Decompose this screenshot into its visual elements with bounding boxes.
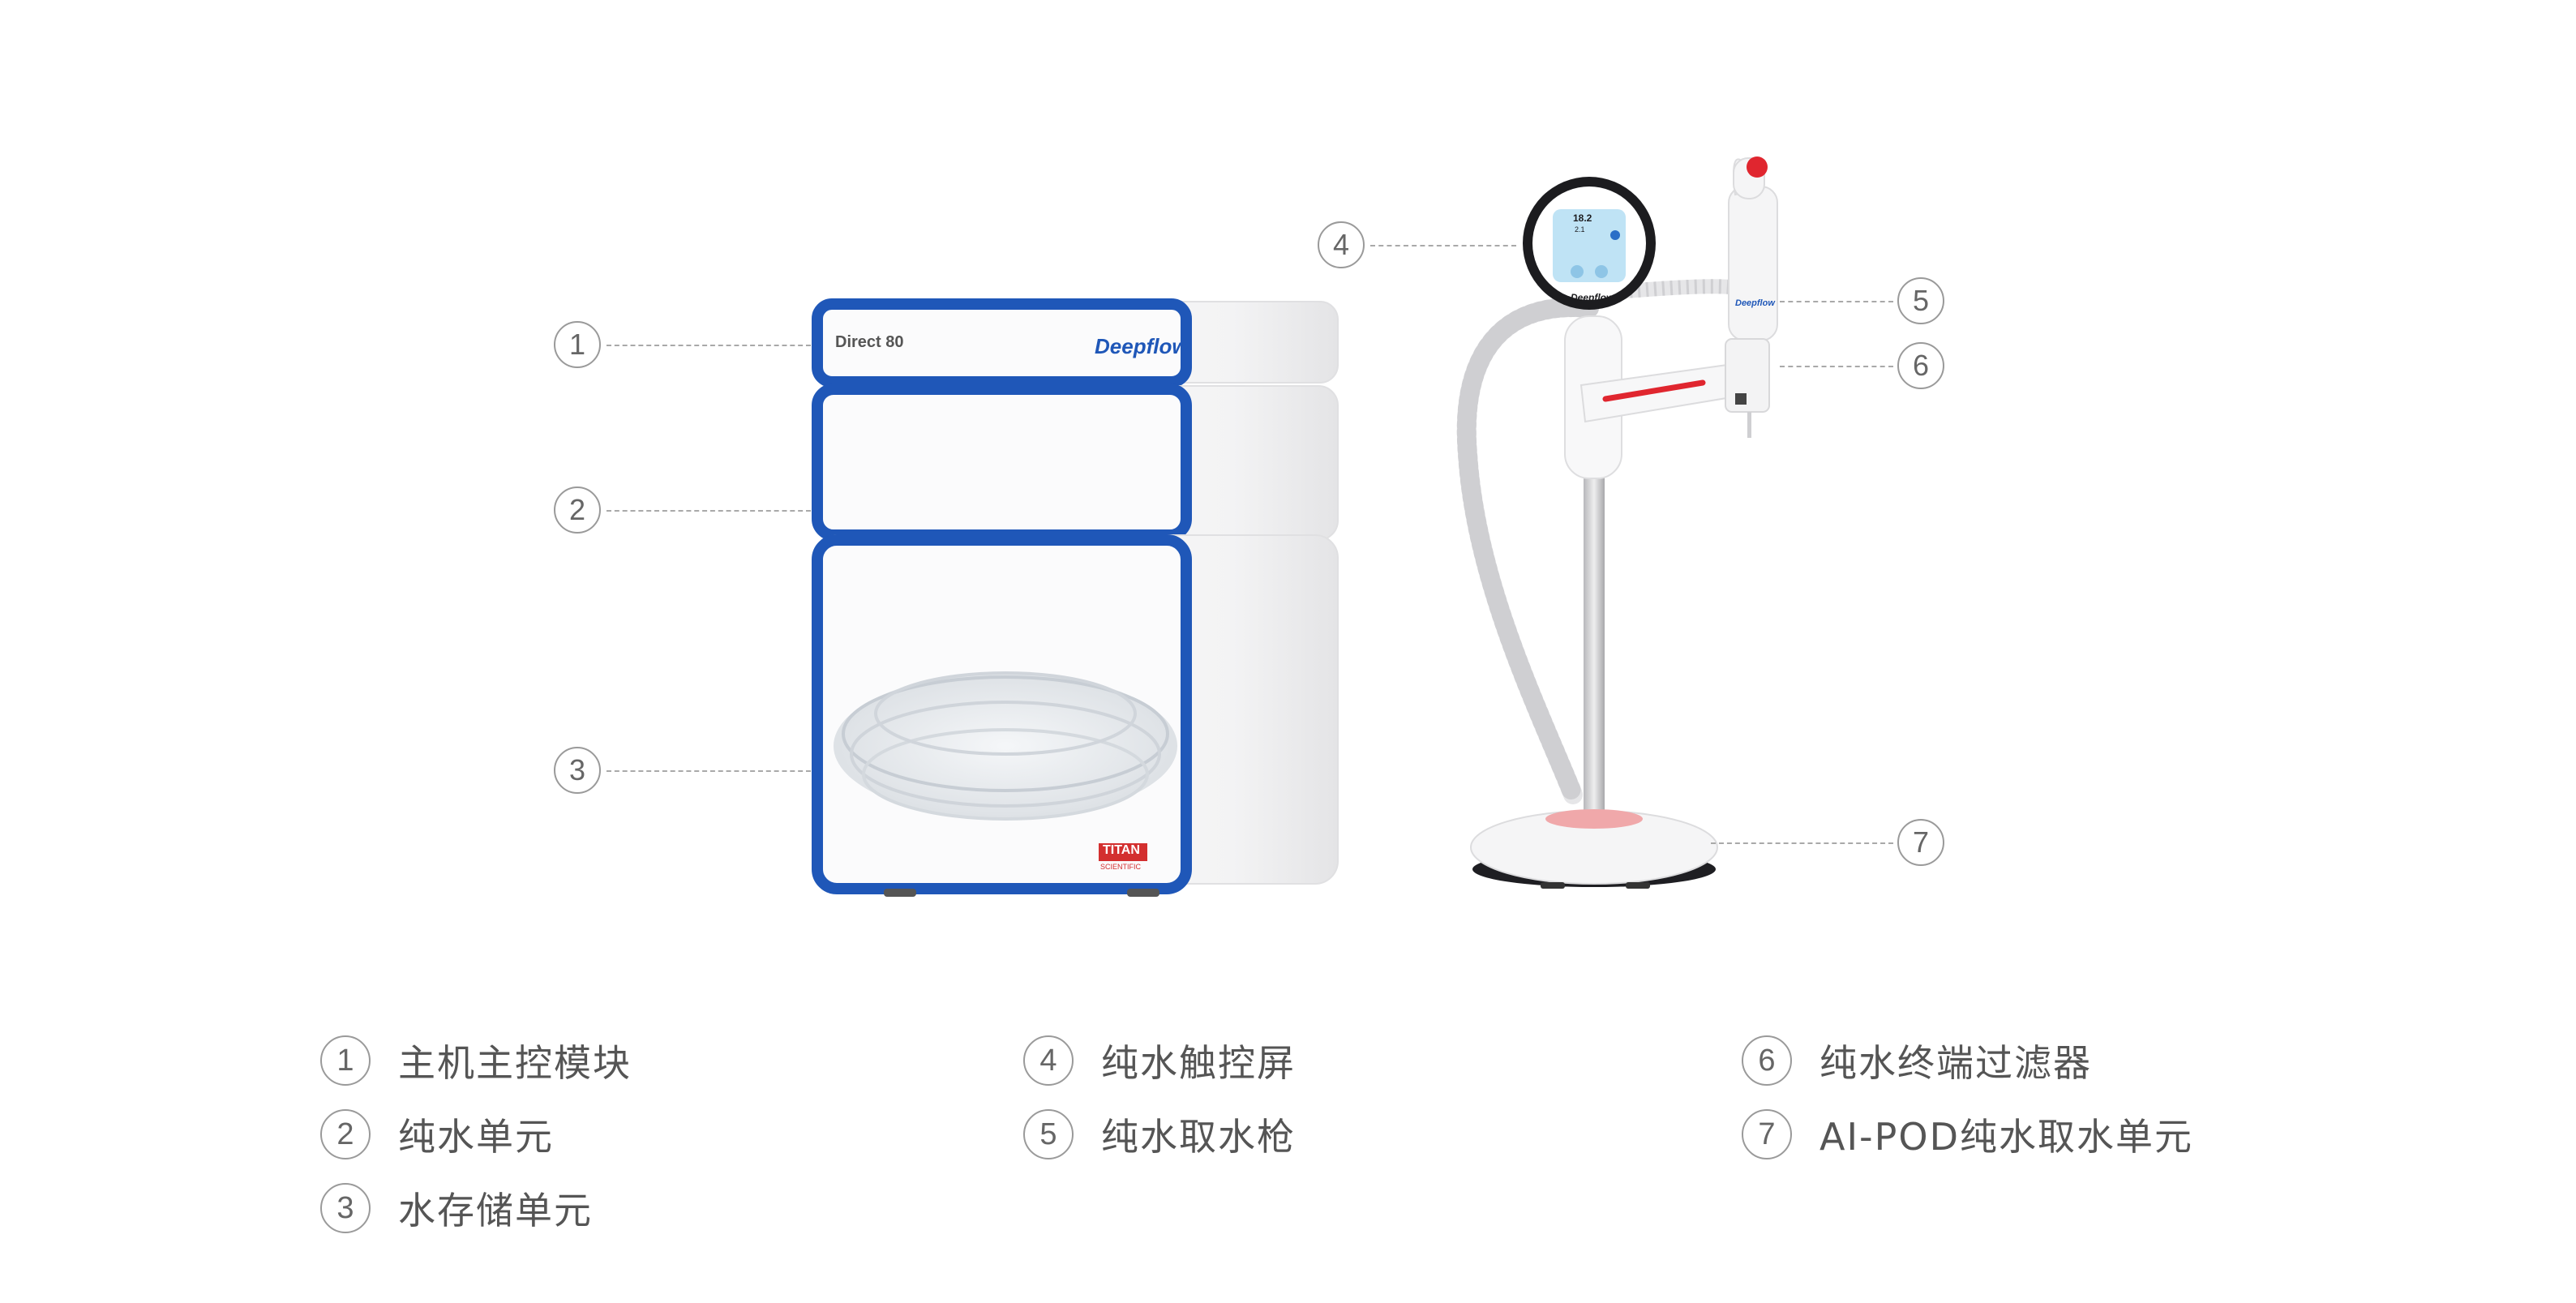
maker-label: TITAN [1103, 843, 1140, 857]
dispensing-gun-body [1728, 186, 1778, 341]
legend-item-7: 7 AI-POD纯水取水单元 [1742, 1108, 2193, 1161]
brand-label-screen: Deepflow [1571, 292, 1614, 303]
legend-label: 主机主控模块 [398, 1041, 632, 1085]
gun-trigger-button [1747, 156, 1768, 178]
legend-item-1: 1 主机主控模块 [320, 1034, 632, 1087]
legend-item-2: 2 纯水单元 [320, 1108, 554, 1161]
legend-item-3: 3 水存储单元 [320, 1181, 593, 1235]
screen-value-2: 2.1 [1575, 225, 1585, 234]
water-bag [834, 671, 1177, 821]
module-1-front [812, 298, 1192, 388]
brand-label-gun: Deepflow [1735, 298, 1775, 308]
maker-sub-label: SCIENTIFIC [1100, 863, 1142, 871]
legend-label: 纯水终端过滤器 [1819, 1041, 2092, 1085]
legend-number: 5 [1023, 1109, 1074, 1159]
legend-number: 6 [1742, 1035, 1792, 1086]
callout-7: 7 [1897, 819, 1944, 866]
terminal-filter [1725, 338, 1770, 413]
legend-label: 纯水触控屏 [1101, 1041, 1296, 1085]
legend-label: 纯水取水枪 [1101, 1115, 1296, 1159]
legend-number: 2 [320, 1109, 371, 1159]
legend-item-5: 5 纯水取水枪 [1023, 1108, 1296, 1161]
model-label: Direct 80 [835, 333, 904, 351]
legend-label: AI-POD纯水取水单元 [1819, 1115, 2193, 1159]
legend-label: 水存储单元 [398, 1189, 593, 1232]
legend-item-4: 4 纯水触控屏 [1023, 1034, 1296, 1087]
titan-logo-box [1099, 843, 1147, 861]
stand-pole [1584, 454, 1605, 819]
callout-4: 4 [1318, 221, 1365, 268]
touch-screen-display [1553, 209, 1626, 282]
callout-2: 2 [554, 486, 601, 534]
legend-number: 3 [320, 1183, 371, 1233]
brand-label-cabinet: Deepflow [1095, 334, 1189, 358]
callout-6: 6 [1897, 342, 1944, 389]
callout-1: 1 [554, 321, 601, 368]
legend-number: 1 [320, 1035, 371, 1086]
callout-5: 5 [1897, 277, 1944, 324]
legend-number: 7 [1742, 1109, 1792, 1159]
legend-number: 4 [1023, 1035, 1074, 1086]
legend-item-6: 6 纯水终端过滤器 [1742, 1034, 2092, 1087]
legend-label: 纯水单元 [398, 1115, 554, 1159]
callout-3: 3 [554, 747, 601, 794]
screen-value-1: 18.2 [1573, 212, 1592, 224]
